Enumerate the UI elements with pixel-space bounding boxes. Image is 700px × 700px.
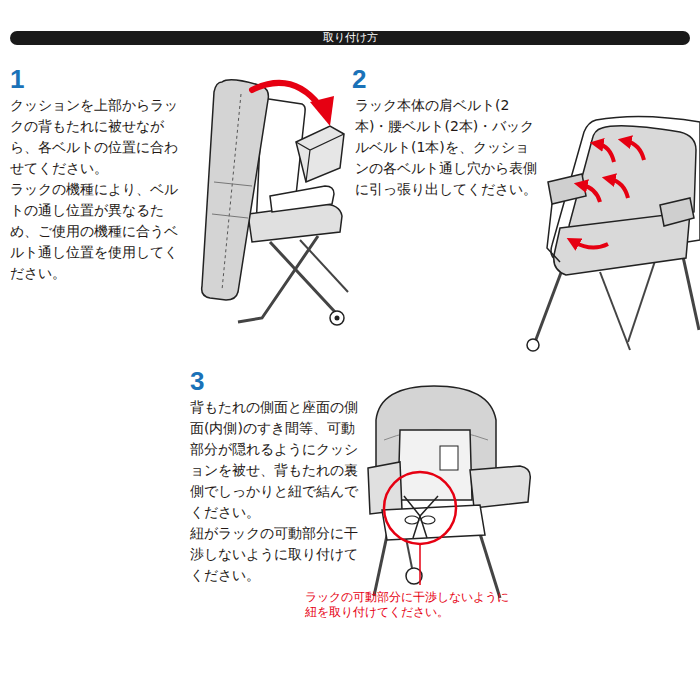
instruction-text: ラックの機種により、ベルトの通し位置が異なるため、ご使用の機種に合うベルト通し位… <box>10 179 182 284</box>
rack-leg <box>300 240 348 292</box>
header-bar <box>10 31 690 45</box>
pull-arrow <box>598 144 614 162</box>
rack-leg <box>238 236 318 322</box>
step-number: 3 <box>190 368 204 394</box>
cushion <box>202 80 269 300</box>
rack-leg <box>270 242 335 312</box>
rack-side-view <box>202 80 348 325</box>
armrest <box>660 198 694 226</box>
wheel-hub <box>335 316 340 321</box>
instruction-text: 紐がラックの可動部分に干渉しないように取り付けてください。 <box>190 523 358 586</box>
step-number: 2 <box>352 66 366 92</box>
backrest-rear <box>398 430 472 500</box>
armrest <box>548 174 586 204</box>
pull-arrow <box>582 185 600 202</box>
leader-line <box>419 544 421 585</box>
arrow-head <box>310 96 334 126</box>
block-edge <box>296 134 344 182</box>
step-number: 1 <box>10 66 24 92</box>
callout-note: ラックの可動部分に干渉しないように紐を取り付けてください。 <box>305 590 520 620</box>
side-arm <box>470 466 530 508</box>
rack-leg <box>600 272 630 350</box>
pull-arrow <box>610 179 628 198</box>
rack-leg <box>532 270 562 350</box>
direction-arrow <box>252 83 320 106</box>
instruction-text: ラック本体の肩ベルト(2本)・腰ベルト(2本)・バックルベルト(1本)を、クッシ… <box>355 95 541 200</box>
highlight-circle <box>384 472 456 544</box>
rack-seat <box>248 204 342 242</box>
rack-armrest <box>270 186 334 212</box>
instruction-text: 背もたれの側面と座面の側面(内側)のすき間等、可動部分が隠れるようにクッションを… <box>190 397 358 523</box>
rack-leg <box>628 258 656 342</box>
rack-rear-view <box>368 386 530 598</box>
tie-string <box>404 496 438 538</box>
wheel <box>330 311 344 325</box>
cushion-seam <box>222 94 241 290</box>
rack-leg <box>682 252 699 330</box>
arm-frame <box>547 204 560 262</box>
string-bow <box>421 516 435 524</box>
tag <box>440 446 458 470</box>
rack-front-view <box>527 116 700 351</box>
pull-arrow <box>574 242 608 248</box>
wheel <box>527 339 539 351</box>
rack-side-block <box>296 126 344 182</box>
section-title: 取り付け方 <box>315 31 386 45</box>
pull-arrow <box>626 141 644 160</box>
string-bow <box>405 516 419 524</box>
cushion-crease <box>212 182 252 218</box>
instruction-text: クッションを上部からラックの背もたれに被せながら、各ベルトの位置に合わせてくださ… <box>10 95 182 179</box>
